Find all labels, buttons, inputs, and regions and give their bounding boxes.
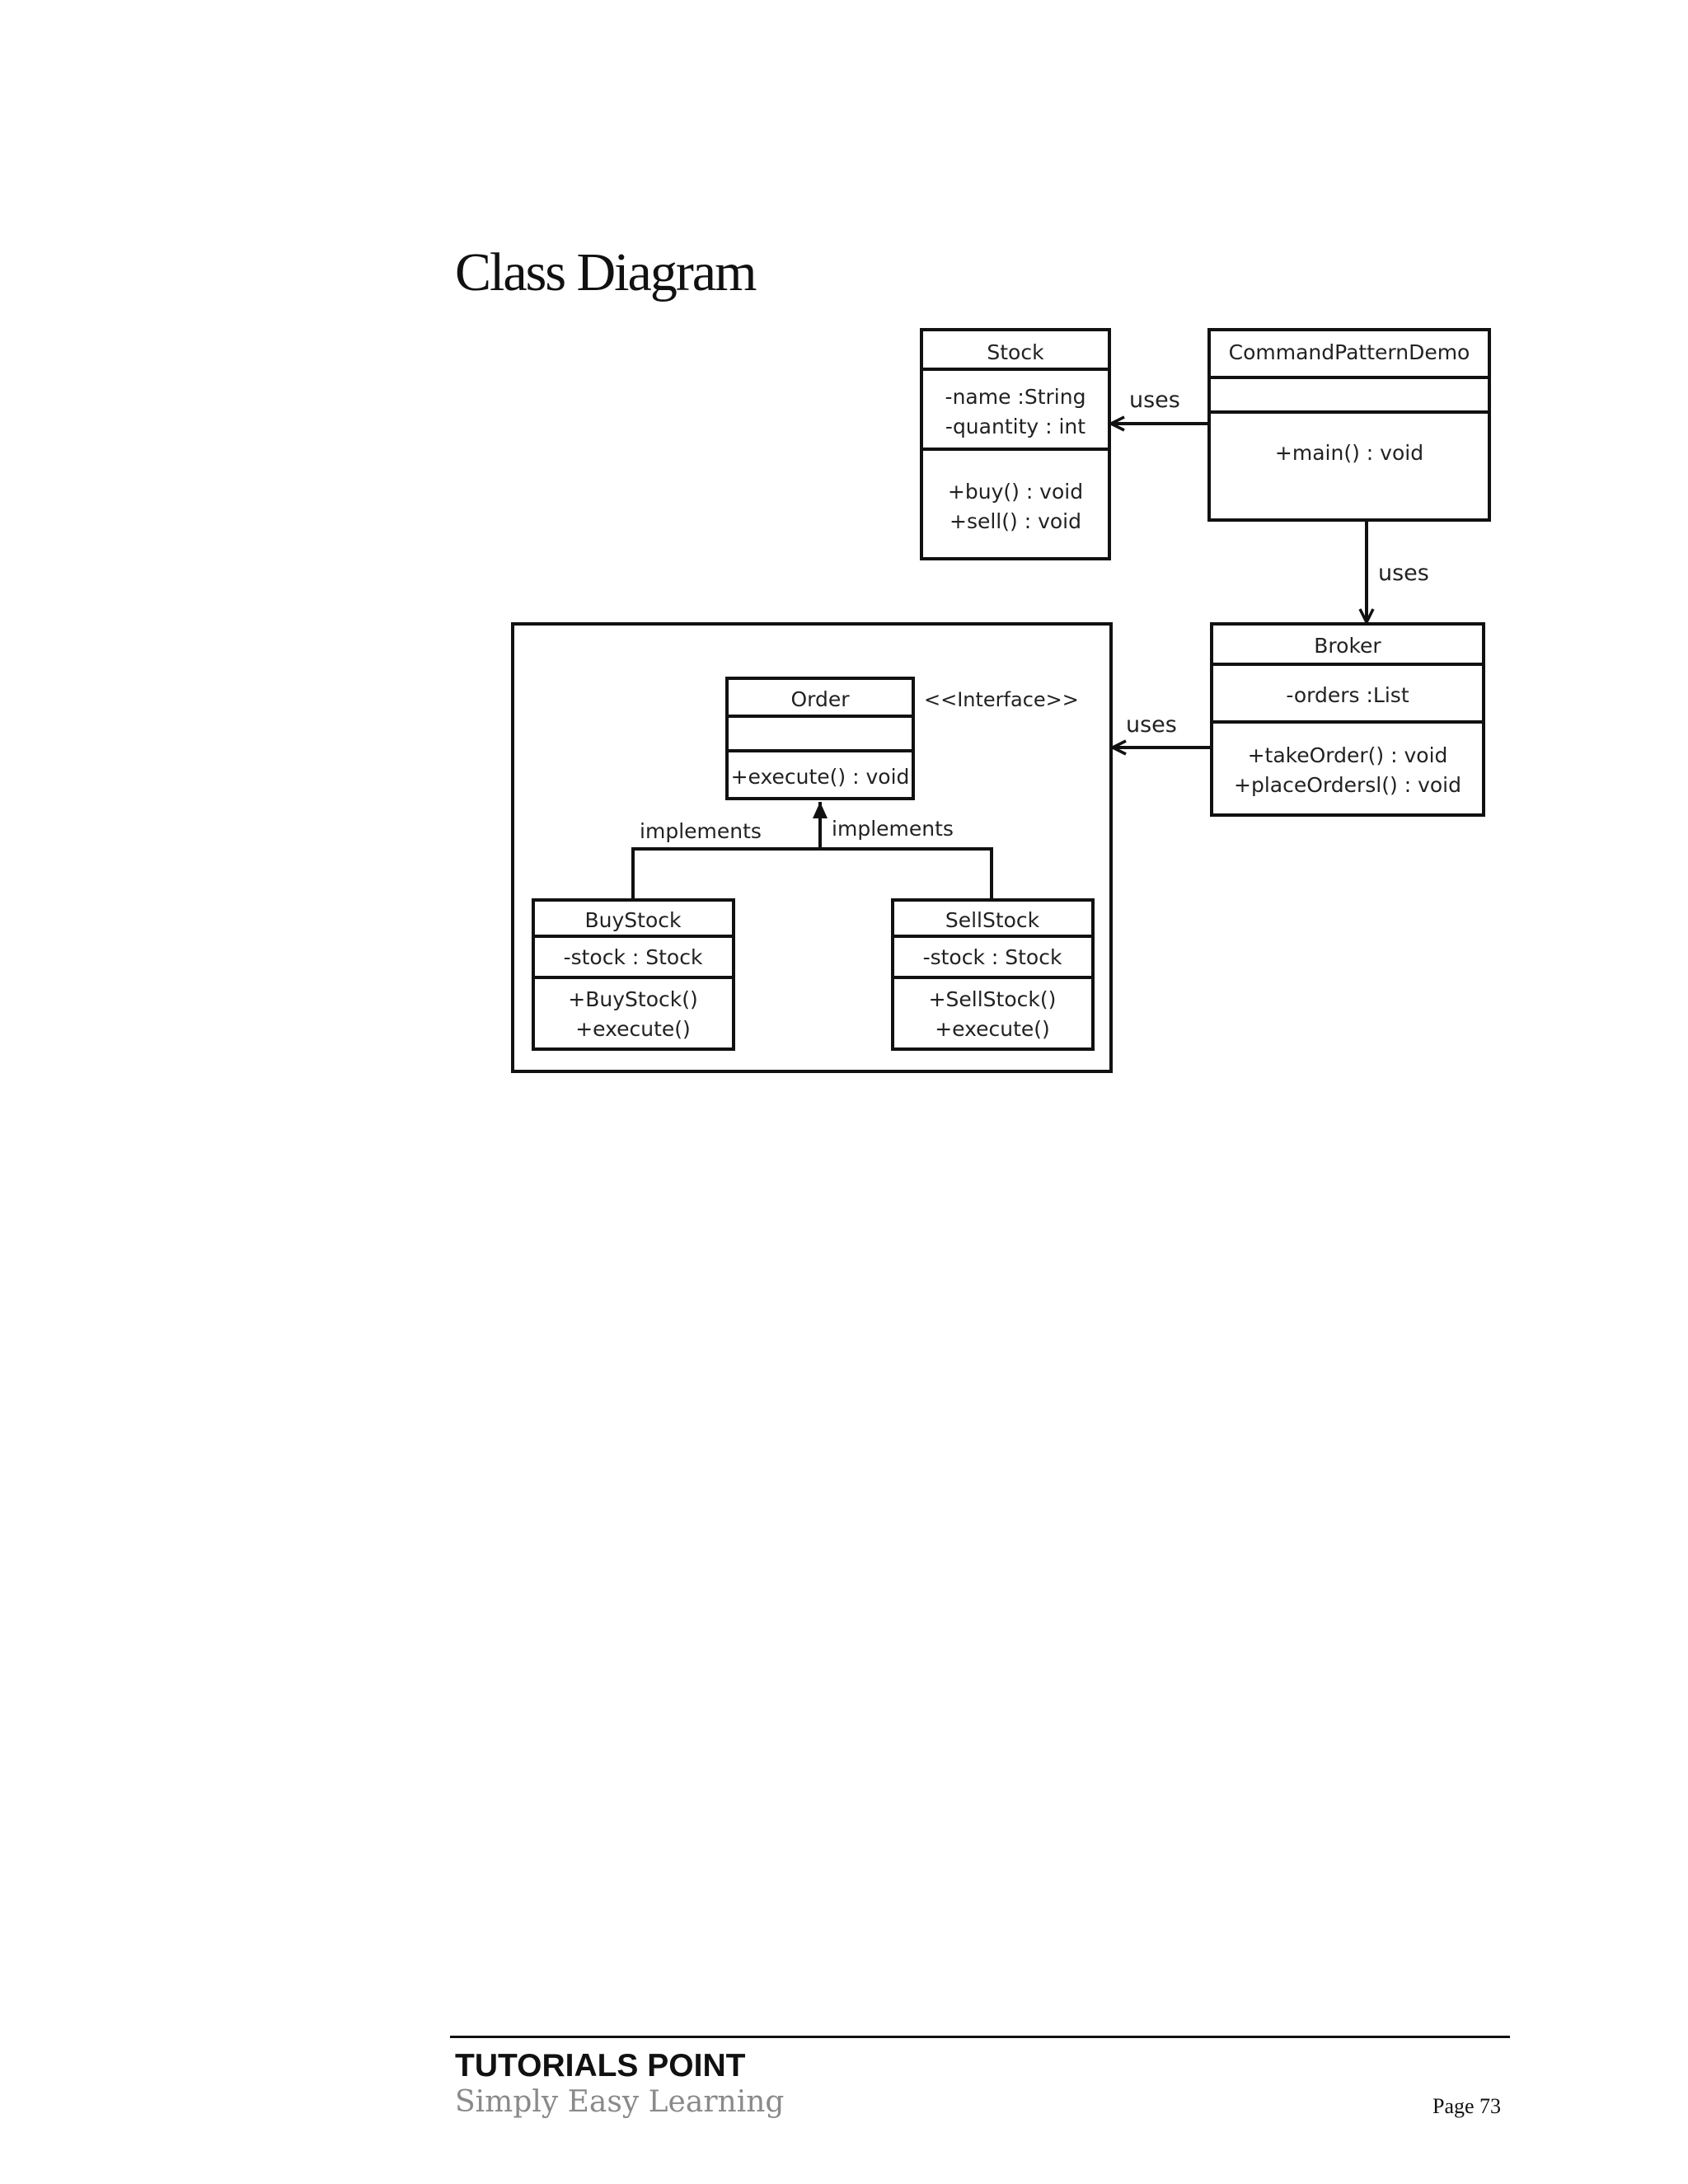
class-broker: Broker -orders :List +takeOrder() : void… bbox=[1210, 622, 1485, 817]
attribute-stock-quantity: -quantity : int bbox=[945, 415, 1085, 438]
interface-order: Order +execute() : void <<Interface>> bbox=[725, 677, 1079, 800]
class-name-sellstock: SellStock bbox=[945, 908, 1040, 932]
method-broker-place-orders: +placeOrdersl() : void bbox=[1234, 773, 1461, 797]
class-name-command-pattern-demo: CommandPatternDemo bbox=[1229, 340, 1470, 364]
class-name-stock: Stock bbox=[987, 340, 1044, 364]
class-buystock: BuyStock -stock : Stock +BuyStock() +exe… bbox=[532, 898, 735, 1051]
page-number: Page 73 bbox=[1432, 2094, 1502, 2118]
method-buystock-execute: +execute() bbox=[575, 1017, 691, 1041]
relation-implements-order: implements implements bbox=[631, 802, 993, 900]
label-demo-uses-stock: uses bbox=[1129, 387, 1180, 413]
footer-brand: TUTORIALS POINT bbox=[455, 2048, 746, 2083]
class-name-broker: Broker bbox=[1314, 634, 1381, 658]
label-sellstock-implements: implements bbox=[832, 817, 954, 841]
method-stock-sell: +sell() : void bbox=[950, 509, 1081, 533]
label-broker-uses-order: uses bbox=[1126, 712, 1177, 738]
label-demo-uses-broker: uses bbox=[1378, 560, 1429, 586]
class-command-pattern-demo: CommandPatternDemo +main() : void bbox=[1207, 328, 1491, 522]
attribute-stock-name: -name :String bbox=[945, 385, 1086, 409]
footer-tagline: Simply Easy Learning bbox=[455, 2085, 785, 2119]
method-stock-buy: +buy() : void bbox=[948, 480, 1083, 504]
class-name-buystock: BuyStock bbox=[585, 908, 682, 932]
class-sellstock: SellStock -stock : Stock +SellStock() +e… bbox=[891, 898, 1095, 1051]
relation-demo-uses-stock: uses bbox=[1111, 387, 1209, 424]
attribute-buystock-stock: -stock : Stock bbox=[564, 945, 703, 969]
method-broker-take-order: +takeOrder() : void bbox=[1248, 743, 1448, 767]
label-buystock-implements: implements bbox=[640, 819, 762, 843]
method-order-execute: +execute() : void bbox=[731, 765, 910, 789]
method-sellstock-execute: +execute() bbox=[935, 1017, 1050, 1041]
method-buystock-constructor: +BuyStock() bbox=[568, 987, 697, 1011]
footer-divider bbox=[450, 2036, 1510, 2038]
relation-broker-uses-order: uses bbox=[1113, 712, 1212, 748]
method-demo-main: +main() : void bbox=[1275, 441, 1423, 465]
class-name-order: Order bbox=[790, 687, 850, 711]
attribute-sellstock-stock: -stock : Stock bbox=[923, 945, 1062, 969]
attribute-broker-orders: -orders :List bbox=[1286, 683, 1409, 707]
relation-demo-uses-broker: uses bbox=[1367, 520, 1429, 622]
class-stock: Stock -name :String -quantity : int +buy… bbox=[920, 328, 1111, 560]
page-heading: Class Diagram bbox=[455, 242, 757, 302]
interface-stereotype: <<Interface>> bbox=[924, 688, 1079, 711]
method-sellstock-constructor: +SellStock() bbox=[929, 987, 1057, 1011]
